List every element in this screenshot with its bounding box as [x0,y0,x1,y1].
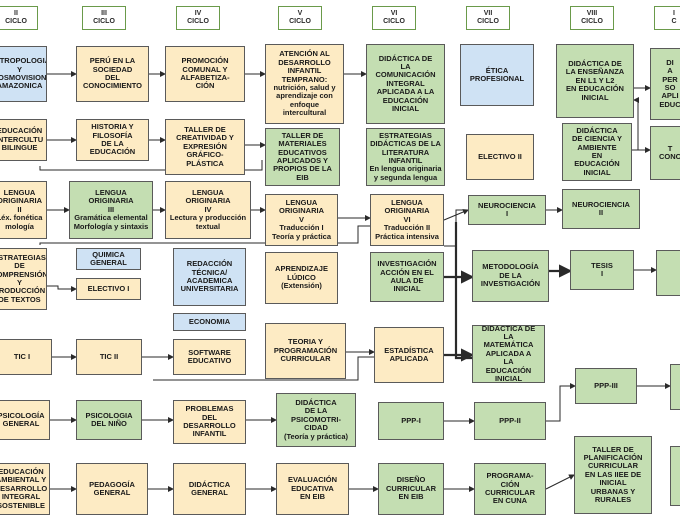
course-psicologia-general[interactable]: PSICOLOGÍA GENERAL [0,400,50,440]
course-lengua-originaria-iv[interactable]: LENGUA ORIGINARIA IV Lectura y producció… [165,181,251,239]
course-peru-sociedad[interactable]: PERÚ EN LA SOCIEDAD DEL CONOCIMIENTO [76,46,149,102]
course-didactica-general[interactable]: DIDÁCTICA GENERAL [173,463,246,515]
course-ppp-iii[interactable]: PPP-III [575,368,637,404]
cycle-label: CICLO [93,18,115,25]
course-software-educativo[interactable]: SOFTWARE EDUCATIVO [173,339,246,375]
course-lengua-originaria-ii[interactable]: LENGUA ORIGINARIA II Léx. fonética molog… [0,181,47,239]
course-problemas-desarrollo[interactable]: PROBLEMAS DEL DESARROLLO INFANTIL [173,400,246,444]
course-educacion-intercultural[interactable]: EDUCACIÓN INTERCULTU BILINGUE [0,119,47,161]
course-ppp-i[interactable]: PPP-I [378,402,444,440]
arrow-32 [630,97,639,151]
course-etica-profesional[interactable]: ÉTICA PROFESIONAL [460,44,534,106]
course-lengua-originaria-v[interactable]: LENGUA ORIGINARIA V Traducción I Teoría … [265,194,338,246]
cycle-number: VIII [586,9,598,17]
course-aprendizaje-ludico[interactable]: APRENDIZAJE LÚDICO (Extensión) [265,252,338,304]
course-cycle-ix-tesis[interactable] [656,250,680,296]
course-cycle-ix-taller[interactable]: T CONC [650,126,680,180]
cycle-number: VI [390,9,398,17]
course-taller-planificacion[interactable]: TALLER DE PLANIFICACIÓN CURRICULAR EN LA… [574,436,652,514]
course-didactica-comunicacion[interactable]: DIDÁCTICA DE LA COMUNICACIÓN INTEGRAL AP… [366,44,445,124]
course-didactica-ensenanza[interactable]: DIDÁCTICA DE LA ENSEÑANZA EN L1 Y L2 EN … [556,44,634,118]
course-tesis-i[interactable]: TESIS I [570,250,634,290]
course-psicologia-nino[interactable]: PSICOLOGIA DEL NIÑO [76,400,142,440]
course-didactica-ciencia[interactable]: DIDÁCTICA DE CIENCIA Y AMBIENTE EN EDUCA… [562,123,632,181]
course-diseno-curricular[interactable]: DISEÑO CURRICULAR EN EIB [378,463,444,515]
cycle-number: IV [194,9,202,17]
course-didactica-matematica[interactable]: DIDÁCTICA DE LA MATEMÁTICA APLICADA A LA… [472,325,545,383]
course-economia[interactable]: ECONOMIA [173,313,246,331]
course-tic-ii[interactable]: TIC II [76,339,142,375]
cycle-label: CICLO [477,18,499,25]
course-evaluacion-educativa[interactable]: EVALUACIÓN EDUCATIVA EN EIB [276,463,349,515]
cycle-label: CICLO [5,18,27,25]
cycle-label: CICLO [187,18,209,25]
cycle-label: CICLO [383,18,405,25]
course-atencion-desarrollo-infantil[interactable]: ATENCIÓN AL DESARROLLO INFANTIL TEMPRANO… [265,44,344,124]
course-neurociencia-ii[interactable]: NEUROCIENCIA II [562,189,640,229]
course-pedagogia-general[interactable]: PEDAGOGÍA GENERAL [76,463,148,515]
cycle-number: III [101,9,107,17]
cycle-label: C [671,18,677,25]
course-didactica-psicomotricidad[interactable]: DIDÁCTICA DE LA PSICOMOTRI- CIDAD (Teorí… [276,393,356,447]
course-estadistica-aplicada[interactable]: ESTADÍSTICA APLICADA [374,327,444,383]
course-neurociencia-i[interactable]: NEUROCIENCIA I [468,195,546,225]
course-ppp-ii[interactable]: PPP-II [474,402,546,440]
course-redaccion-tecnica[interactable]: REDACCIÓN TÉCNICA/ ACADEMICA UNIVERSITAR… [173,248,246,306]
connector-2 [153,356,374,381]
course-quimica-general[interactable]: QUIMICA GENERAL [76,248,141,270]
course-educacion-ambiental[interactable]: EDUCACIÓN AMBIENTAL Y DESARROLLO INTEGRA… [0,463,50,515]
course-cycle-ix-ppp[interactable] [670,364,680,410]
course-historia-filosofia[interactable]: HISTORIA Y FILOSOFÍA DE LA EDUCACIÓN [76,119,149,161]
cycle-number: V [297,9,303,17]
course-cycle-ix-didactica[interactable]: DI A PER SO APLI EDUC [650,48,680,120]
course-promocion-comunal[interactable]: PROMOCIÓN COMUNAL Y ALFABETIZA- CIÓN [165,46,245,102]
course-antropologia[interactable]: ANTROPOLOGIA Y COSMOVISION AMAZONICA [0,46,47,102]
cycle-number: VII [483,9,493,17]
cycle-number: I [673,9,675,17]
course-teoria-programacion[interactable]: TEORIA Y PROGRAMACIÓN CURRICULAR [265,323,346,379]
arrow-21 [546,383,576,422]
course-metodologia-investigacion[interactable]: METODOLOGÍA DE LA INVESTIGACIÓN [472,250,549,302]
cycle-label: CICLO [289,18,311,25]
course-lengua-originaria-iii[interactable]: LENGUA ORIGINARIA III Gramática elementa… [69,181,153,239]
course-electivo-i[interactable]: ELECTIVO I [76,278,141,300]
course-tic-i[interactable]: TIC I [0,339,52,375]
cycle-number: II [14,9,18,17]
course-programacion-cuna[interactable]: PROGRAMA- CIÓN CURRICULAR EN CUNA [474,463,546,515]
course-cycle-ix-other[interactable] [670,446,680,506]
course-estrategias-comprension[interactable]: ESTRATEGIAS DE COMPRENSIÓN Y PRODUCCIÓN … [0,248,47,310]
course-lengua-originaria-vi[interactable]: LENGUA ORIGINARIA VI Traducción II Práct… [370,194,444,246]
course-electivo-ii[interactable]: ELECTIVO II [466,134,534,180]
research-bus [454,222,472,360]
course-taller-creatividad[interactable]: TALLER DE CREATIVIDAD Y EXPRESIÓN GRÁFIC… [165,119,245,175]
arrow-13 [47,285,77,292]
arrow-28 [545,474,575,490]
cycle-label: CICLO [581,18,603,25]
course-estrategias-literatura[interactable]: ESTRATEGIAS DIDÁCTICAS DE LA LITERATURA … [366,128,445,186]
connector-0 [39,160,263,171]
course-taller-materiales[interactable]: TALLER DE MATERIALES EDUCATIVOS APLICADO… [265,128,340,186]
course-investigacion-accion[interactable]: INVESTIGACIÓN ACCIÓN EN EL AULA DE INICI… [370,252,444,302]
connector-1 [39,225,370,245]
